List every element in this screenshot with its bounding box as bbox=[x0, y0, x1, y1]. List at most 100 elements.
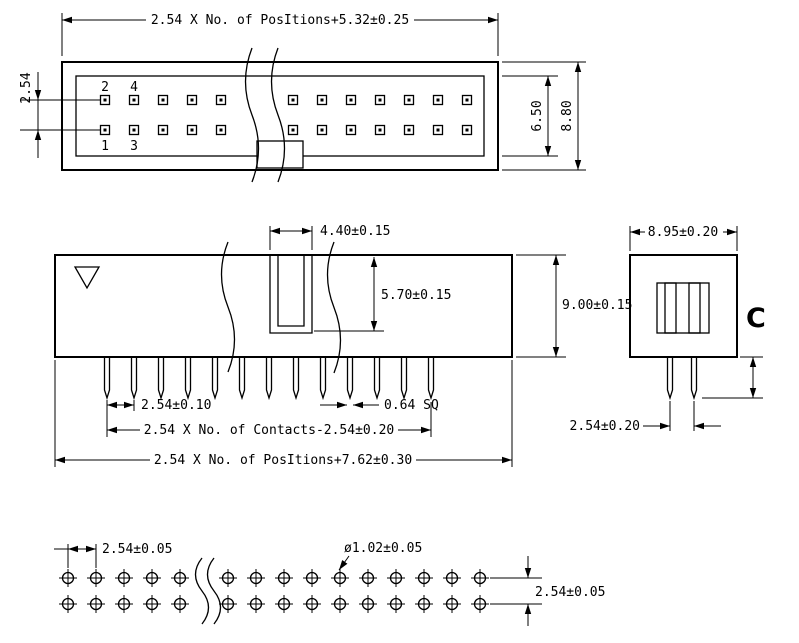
pin-number-1: 1 bbox=[101, 139, 109, 154]
header-pin bbox=[186, 94, 198, 106]
dim-key-width: 4.40±0.15 bbox=[320, 224, 390, 239]
pcb-holes bbox=[59, 569, 489, 613]
pin bbox=[157, 357, 165, 401]
header-pin-core bbox=[320, 98, 324, 102]
header-pin bbox=[215, 124, 227, 136]
header-pin bbox=[186, 124, 198, 136]
dim-inner-height: 6.50 bbox=[530, 100, 545, 131]
pin-number-4: 4 bbox=[130, 80, 138, 95]
shroud-outer bbox=[61, 61, 499, 171]
pin-number-2: 2 bbox=[101, 80, 109, 95]
header-pin bbox=[128, 124, 140, 136]
header-pin-core bbox=[349, 98, 353, 102]
front-view-pins bbox=[103, 357, 435, 401]
break-lines bbox=[194, 557, 222, 625]
break-lines bbox=[220, 241, 342, 374]
text-mask bbox=[140, 423, 398, 437]
dim-hole-pitch: 2.54±0.05 bbox=[102, 542, 172, 557]
header-pin-core bbox=[349, 128, 353, 132]
text-mask bbox=[150, 453, 416, 467]
dim-outer-height: 8.80 bbox=[560, 100, 575, 131]
pin bbox=[373, 357, 381, 401]
pin bbox=[184, 357, 192, 401]
header-pin bbox=[99, 124, 111, 136]
header-pin-core bbox=[161, 128, 165, 132]
pin bbox=[427, 357, 435, 401]
header-pin bbox=[374, 94, 386, 106]
header-pin bbox=[157, 124, 169, 136]
dim-side-pin-pitch: 2.54±0.20 bbox=[570, 419, 640, 434]
pin-number-3: 3 bbox=[130, 139, 138, 154]
header-pin bbox=[316, 94, 328, 106]
pin bbox=[238, 357, 246, 401]
leader-line bbox=[338, 555, 350, 571]
break-line bbox=[326, 241, 342, 374]
top-view-pins bbox=[99, 94, 473, 136]
header-pin-core bbox=[320, 128, 324, 132]
header-pin bbox=[215, 94, 227, 106]
side-tongue bbox=[656, 282, 710, 334]
header-pin bbox=[345, 94, 357, 106]
dim-body-height: 9.00±0.15 bbox=[562, 298, 632, 313]
top-view: 2 4 1 3 2.54 X No. of PosItions+5.32±0.2… bbox=[19, 13, 586, 183]
side-body bbox=[629, 254, 738, 358]
header-pin-core bbox=[161, 98, 165, 102]
header-pin bbox=[374, 124, 386, 136]
side-pin-profile bbox=[664, 282, 677, 334]
pin bbox=[211, 357, 219, 401]
front-view: 4.40±0.15 5.70±0.15 9.00±0.15 2.54±0.10 … bbox=[54, 224, 632, 468]
dim-row-pitch: 2.54 bbox=[19, 72, 34, 103]
header-pin-core bbox=[291, 128, 295, 132]
pin bbox=[690, 357, 698, 401]
polarization-notch bbox=[256, 140, 304, 169]
header-pin bbox=[128, 94, 140, 106]
dim-pin-length-label: C bbox=[746, 303, 766, 334]
header-pin-core bbox=[103, 98, 107, 102]
text-mask bbox=[146, 13, 414, 27]
header-pin-core bbox=[103, 128, 107, 132]
header-pin-core bbox=[378, 128, 382, 132]
header-pin bbox=[432, 124, 444, 136]
key-slot-inner bbox=[277, 255, 305, 327]
side-view: 8.95±0.20 C 2.54±0.20 bbox=[570, 225, 766, 434]
dim-top-total-width: 2.54 X No. of PosItions+5.32±0.25 bbox=[151, 13, 409, 28]
pin bbox=[265, 357, 273, 401]
pin bbox=[666, 357, 674, 401]
pin bbox=[292, 357, 300, 401]
header-pin-core bbox=[132, 98, 136, 102]
break-line bbox=[220, 241, 236, 373]
connector-body bbox=[54, 254, 513, 358]
header-pin bbox=[287, 124, 299, 136]
header-pin bbox=[316, 124, 328, 136]
header-pin-core bbox=[378, 98, 382, 102]
header-pin bbox=[461, 124, 473, 136]
header-pin bbox=[432, 94, 444, 106]
dim-pin-square: 0.64 SQ bbox=[384, 398, 439, 413]
header-pin-core bbox=[436, 128, 440, 132]
header-pin-core bbox=[407, 128, 411, 132]
break-line bbox=[270, 47, 286, 183]
pin1-triangle-mark bbox=[73, 266, 101, 290]
header-pin-core bbox=[190, 128, 194, 132]
header-pin bbox=[403, 124, 415, 136]
header-pin-core bbox=[190, 98, 194, 102]
header-pin bbox=[403, 94, 415, 106]
dim-hole-diameter: ø1.02±0.05 bbox=[344, 541, 422, 556]
break-line bbox=[206, 557, 222, 625]
break-line bbox=[194, 557, 210, 625]
dim-side-width: 8.95±0.20 bbox=[648, 225, 718, 240]
pin bbox=[319, 357, 327, 401]
header-pin-core bbox=[465, 128, 469, 132]
header-pin bbox=[461, 94, 473, 106]
key-slot-outer bbox=[269, 255, 313, 334]
pcb-layout-view: 2.54±0.05 ø1.02±0.05 2.54±0.05 bbox=[54, 541, 605, 626]
side-pin-profile bbox=[688, 282, 701, 334]
pin bbox=[346, 357, 354, 401]
header-pin bbox=[157, 94, 169, 106]
header-pin bbox=[287, 94, 299, 106]
header-pin-core bbox=[132, 128, 136, 132]
text-mask bbox=[645, 225, 723, 238]
dim-positions-span: 2.54 X No. of PosItions+7.62±0.30 bbox=[154, 453, 412, 468]
pin bbox=[130, 357, 138, 401]
